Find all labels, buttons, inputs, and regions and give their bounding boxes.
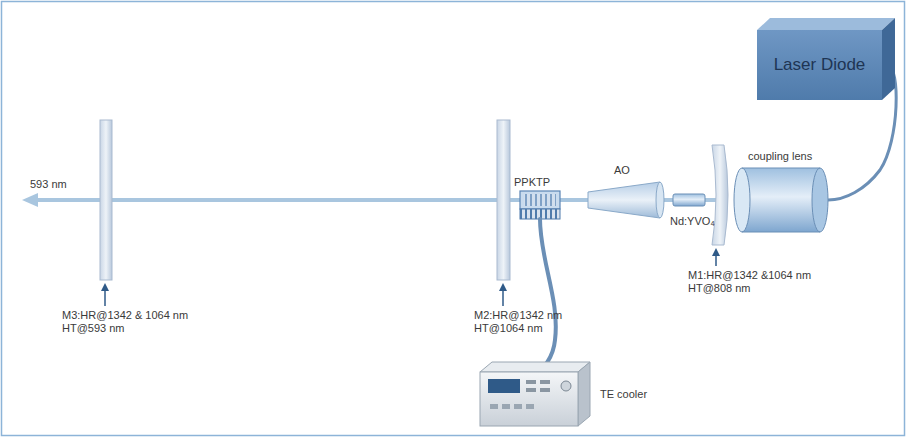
device-name: TE cooler: [600, 388, 680, 401]
lens-name: coupling lens: [748, 150, 838, 163]
mirror-spec: M2:HR@1342 nm HT@1064 nm: [474, 309, 574, 335]
crystal-name: Nd:YVO₄: [670, 215, 730, 228]
mirror-spec: M1:HR@1342 &1064 nm HT@808 nm: [688, 269, 823, 295]
laser-diode-box: Laser Diode: [757, 30, 882, 100]
node-text: Laser Diode: [774, 55, 866, 75]
modulator-name: AO: [614, 164, 644, 177]
mirror-spec: M3:HR@1342 & 1064 nm HT@593 nm: [62, 309, 202, 335]
output-wavelength: 593 nm: [30, 178, 90, 191]
crystal-name: PPKTP: [514, 176, 574, 189]
